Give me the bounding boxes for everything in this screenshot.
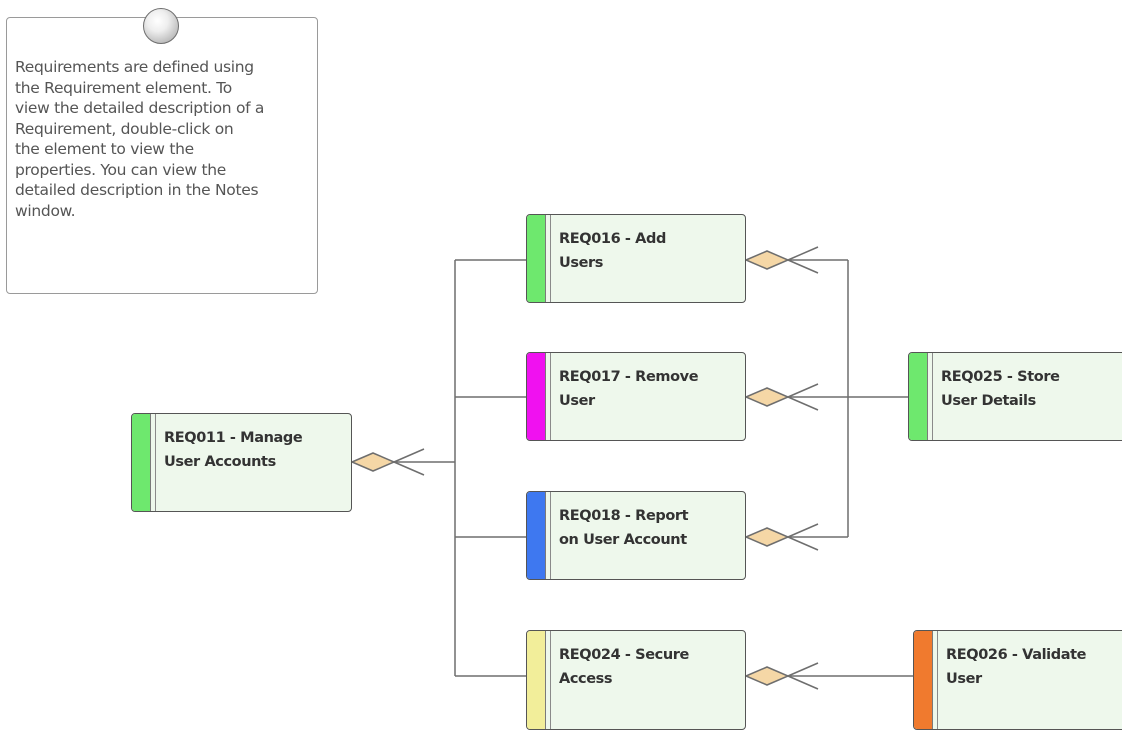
requirement-req016[interactable]: REQ016 - Add Users [526,214,746,303]
requirement-label: REQ018 - Report on User Account [559,508,689,548]
status-stripe [527,353,551,440]
pushpin-icon [143,8,179,44]
status-stripe [527,215,551,302]
connector-layer [350,246,913,690]
requirement-req018[interactable]: REQ018 - Report on User Account [526,491,746,580]
requirement-label: REQ017 - Remove User [559,369,699,409]
requirement-label: REQ026 - Validate User [946,647,1087,687]
requirement-req024[interactable]: REQ024 - Secure Access [526,630,746,730]
requirement-label: REQ011 - Manage User Accounts [164,430,303,470]
note-element[interactable]: Requirements are defined using the Requi… [6,17,318,294]
requirement-req025[interactable]: REQ025 - Store User Details [908,352,1122,441]
status-stripe [909,353,933,440]
status-stripe [527,492,551,579]
aggregation-end-req024 [744,662,819,690]
aggregation-end-req018 [744,523,819,551]
status-stripe [132,414,156,511]
aggregation-end-req017 [744,383,819,411]
requirement-label: REQ016 - Add Users [559,231,666,271]
requirement-label: REQ024 - Secure Access [559,647,689,687]
status-stripe [914,631,938,729]
note-text: Requirements are defined using the Requi… [15,58,265,220]
requirement-req026[interactable]: REQ026 - Validate User [913,630,1122,730]
requirement-req011[interactable]: REQ011 - Manage User Accounts [131,413,352,512]
requirement-label: REQ025 - Store User Details [941,369,1060,409]
status-stripe [527,631,551,729]
aggregation-end-req011 [350,448,425,476]
aggregation-end-req016 [744,246,819,274]
requirement-req017[interactable]: REQ017 - Remove User [526,352,746,441]
